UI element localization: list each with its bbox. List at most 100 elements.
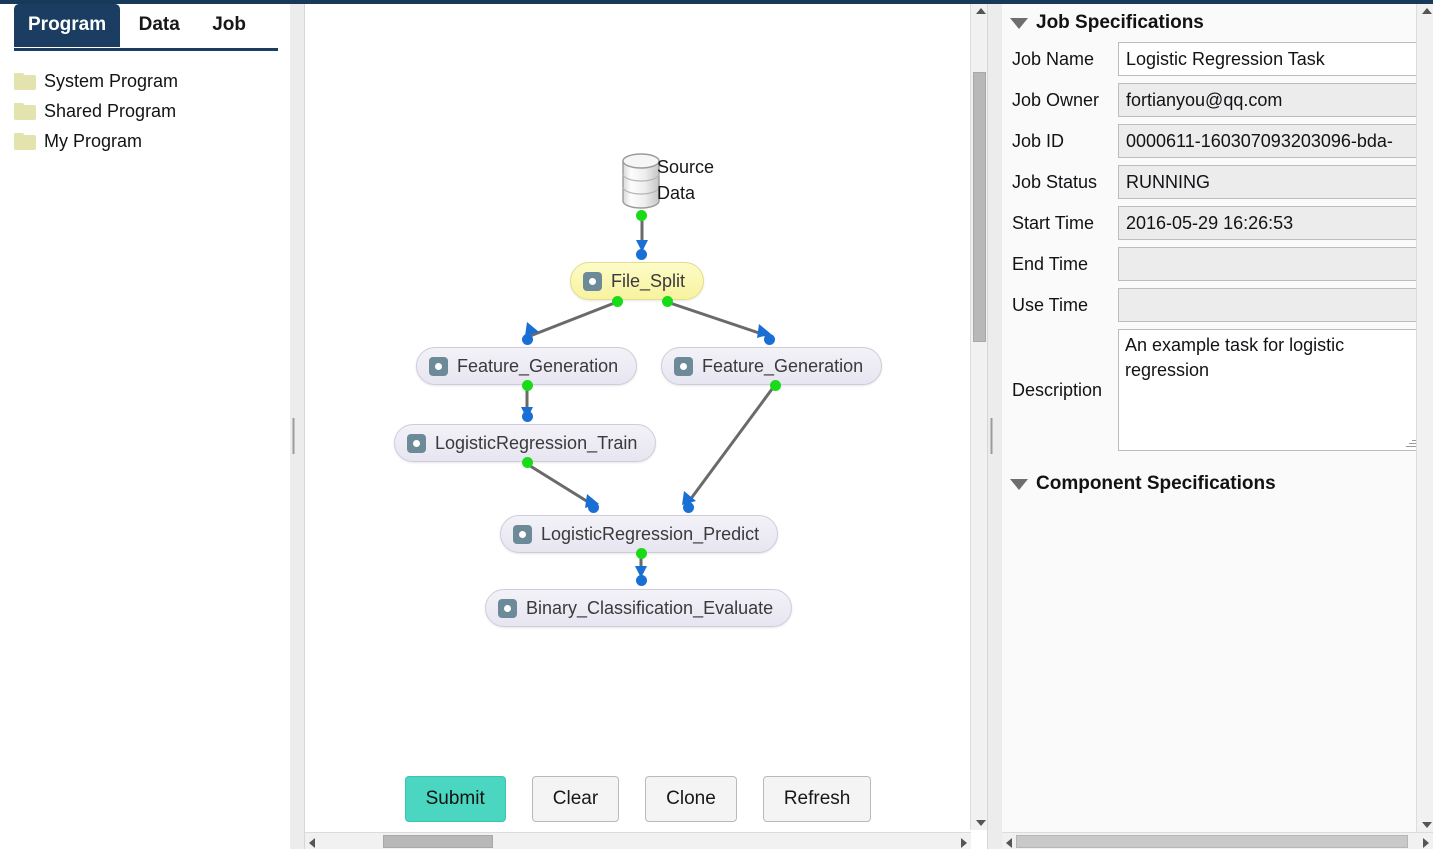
clone-button[interactable]: Clone xyxy=(645,776,737,822)
port-out-feature-generation-left[interactable] xyxy=(522,380,533,391)
canvas-horizontal-scroll-thumb[interactable] xyxy=(383,835,493,848)
node-binary-classification-evaluate[interactable]: Binary_Classification_Evaluate xyxy=(485,589,793,627)
node-feature-generation-left[interactable]: Feature_Generation xyxy=(416,347,638,385)
scroll-left-arrow-icon[interactable] xyxy=(309,838,315,848)
node-logisticregression-predict[interactable]: LogisticRegression_Predict xyxy=(500,515,779,553)
port-in-feature-generation-left[interactable] xyxy=(522,334,533,345)
field-job-status: Job Status RUNNING xyxy=(1012,165,1419,199)
component-icon xyxy=(674,356,693,376)
resize-grip-icon[interactable] xyxy=(1406,438,1416,448)
component-specifications-title: Component Specifications xyxy=(1036,473,1276,494)
port-out-logisticregression-predict[interactable] xyxy=(636,548,647,559)
folder-icon xyxy=(14,72,36,90)
tree-item-shared-program[interactable]: Shared Program xyxy=(14,96,290,126)
tree-item-label: My Program xyxy=(44,130,143,151)
component-icon xyxy=(513,524,532,544)
scroll-up-arrow-icon[interactable] xyxy=(1422,8,1432,14)
chevron-down-icon xyxy=(1010,17,1028,29)
port-in-file-split[interactable] xyxy=(636,249,647,260)
port-in-logisticregression-train[interactable] xyxy=(522,411,533,422)
component-specifications-header[interactable]: Component Specifications xyxy=(1002,465,1433,501)
left-splitter[interactable] xyxy=(290,4,304,849)
port-in-binary-classification-evaluate[interactable] xyxy=(636,575,647,586)
port-out-file-split-2[interactable] xyxy=(662,296,673,307)
tab-job[interactable]: Job xyxy=(212,14,247,35)
description-textarea[interactable]: An example task for logistic regression xyxy=(1118,329,1419,451)
folder-icon xyxy=(14,132,36,150)
port-out-datasource[interactable] xyxy=(636,210,647,221)
right-panel-horizontal-scroll-thumb[interactable] xyxy=(1016,835,1408,848)
scroll-down-arrow-icon[interactable] xyxy=(1422,822,1432,828)
top-accent-bar xyxy=(0,0,1433,4)
job-id-label: Job ID xyxy=(1012,130,1065,151)
job-name-input[interactable]: Logistic Regression Task xyxy=(1118,42,1419,76)
tree-item-system-program[interactable]: System Program xyxy=(14,66,290,96)
right-panel-horizontal-scrollbar[interactable] xyxy=(1002,832,1433,849)
field-start-time: Start Time 2016-05-29 16:26:53 xyxy=(1012,206,1419,240)
node-logisticregression-train[interactable]: LogisticRegression_Train xyxy=(394,424,657,462)
node-label: LogisticRegression_Predict xyxy=(541,523,760,544)
job-specifications-header[interactable]: Job Specifications xyxy=(1002,4,1433,40)
tree-item-my-program[interactable]: My Program xyxy=(14,126,290,156)
field-end-time: End Time xyxy=(1012,247,1419,281)
scroll-right-arrow-icon[interactable] xyxy=(1423,838,1429,848)
port-in-feature-generation-right[interactable] xyxy=(764,334,775,345)
component-icon xyxy=(407,433,426,453)
tree-item-label: Shared Program xyxy=(44,100,177,121)
canvas-vertical-scroll-thumb[interactable] xyxy=(973,72,986,342)
sidebar-tabbar: Program Data Job xyxy=(0,4,290,51)
field-use-time: Use Time xyxy=(1012,288,1419,322)
refresh-button[interactable]: Refresh xyxy=(762,776,872,822)
node-label: File_Split xyxy=(611,270,686,291)
tab-program[interactable]: Program xyxy=(14,4,121,47)
job-status-label: Job Status xyxy=(1012,171,1098,192)
submit-button[interactable]: Submit xyxy=(404,776,506,822)
scroll-left-arrow-icon[interactable] xyxy=(1006,838,1012,848)
datasource-node[interactable] xyxy=(618,152,664,210)
canvas-horizontal-scrollbar[interactable] xyxy=(305,832,971,849)
workflow-edges xyxy=(521,216,777,578)
job-id-input: 0000611-160307093203096-bda- xyxy=(1118,124,1419,158)
right-panel-vertical-scrollbar[interactable] xyxy=(1416,4,1433,832)
job-owner-input: fortianyou@qq.com xyxy=(1118,83,1419,117)
canvas-vertical-scrollbar[interactable] xyxy=(970,4,987,830)
canvas-action-buttons: Submit Clear Clone Refresh xyxy=(305,776,971,822)
field-job-id: Job ID 0000611-160307093203096-bda- xyxy=(1012,124,1419,158)
scroll-right-arrow-icon[interactable] xyxy=(961,838,967,848)
description-label: Description xyxy=(1012,379,1103,400)
clear-button[interactable]: Clear xyxy=(531,776,620,822)
node-label: LogisticRegression_Train xyxy=(435,432,638,453)
start-time-label: Start Time xyxy=(1012,212,1095,233)
component-icon xyxy=(429,356,448,376)
field-job-owner: Job Owner fortianyou@qq.com xyxy=(1012,83,1419,117)
port-out-file-split-1[interactable] xyxy=(612,296,623,307)
tab-data[interactable]: Data xyxy=(138,14,180,35)
port-out-feature-generation-right[interactable] xyxy=(770,380,781,391)
job-name-label: Job Name xyxy=(1012,48,1095,69)
right-properties-panel: Job Specifications Job Name Logistic Reg… xyxy=(1002,4,1433,849)
program-tree: System Program Shared Program My Program xyxy=(0,66,290,156)
left-sidebar: Program Data Job System Program Shared P… xyxy=(0,4,290,849)
field-description: Description An example task for logistic… xyxy=(1012,329,1419,451)
node-label: Binary_Classification_Evaluate xyxy=(526,597,774,618)
folder-icon xyxy=(14,102,36,120)
node-label: Feature_Generation xyxy=(702,355,864,376)
end-time-label: End Time xyxy=(1012,253,1089,274)
use-time-input xyxy=(1118,288,1419,322)
node-feature-generation-right[interactable]: Feature_Generation xyxy=(661,347,883,385)
right-splitter[interactable] xyxy=(988,4,1002,849)
node-file-split[interactable]: File_Split xyxy=(570,262,705,300)
description-text: An example task for logistic regression xyxy=(1125,335,1345,380)
workflow-canvas[interactable]: Source Data File_Split Feature_Generatio… xyxy=(305,4,971,830)
port-in-logisticregression-predict-1[interactable] xyxy=(588,502,599,513)
component-icon xyxy=(583,271,602,291)
tab-underline xyxy=(14,48,278,51)
port-in-logisticregression-predict-2[interactable] xyxy=(683,502,694,513)
start-time-input: 2016-05-29 16:26:53 xyxy=(1118,206,1419,240)
chevron-down-icon xyxy=(1010,478,1028,490)
job-owner-label: Job Owner xyxy=(1012,89,1100,110)
port-out-logisticregression-train[interactable] xyxy=(522,457,533,468)
scroll-up-arrow-icon[interactable] xyxy=(976,8,986,14)
scroll-down-arrow-icon[interactable] xyxy=(976,820,986,826)
